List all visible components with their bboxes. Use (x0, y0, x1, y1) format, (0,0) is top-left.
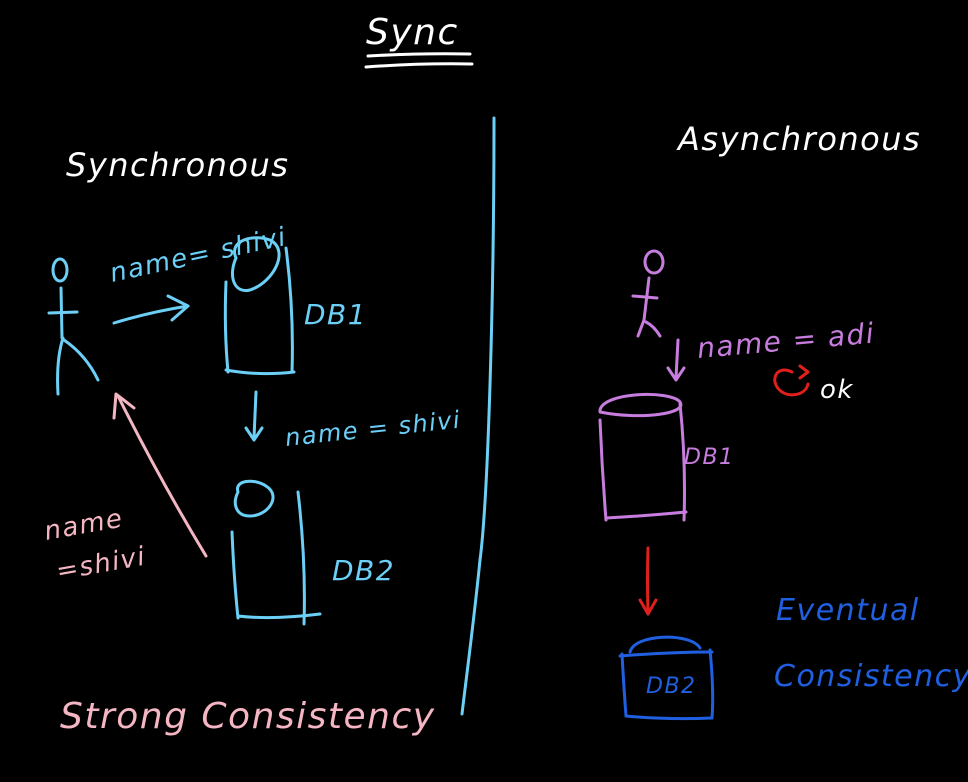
strong-consistency-label: Strong Consistency (60, 696, 436, 737)
left-db1-to-db2-arrow (244, 390, 264, 442)
left-return-label-line2: =shivi (54, 542, 148, 587)
left-db2-label: DB2 (332, 554, 395, 587)
consistency-label: Consistency (774, 659, 968, 694)
page-title: Sync (366, 12, 459, 53)
left-user-icon (47, 257, 100, 396)
right-user-to-db1-label: name = adi (696, 317, 877, 365)
center-divider (460, 116, 496, 716)
left-db1-to-db2-label: name = shivi (284, 406, 463, 452)
right-db1-to-db2-arrow (638, 546, 658, 616)
right-user-to-db1-arrow (666, 338, 686, 382)
left-return-label-line1: name (42, 504, 126, 547)
synchronous-heading: Synchronous (66, 146, 289, 184)
right-user-icon (631, 249, 665, 338)
right-db1-cylinder (598, 393, 688, 522)
right-db1-label: DB1 (684, 445, 735, 470)
asynchronous-heading: Asynchronous (676, 120, 921, 158)
left-db2-cylinder (230, 479, 322, 626)
title-underline-bottom (364, 62, 474, 69)
left-return-arrow (112, 392, 208, 558)
right-db2-cylinder (618, 635, 715, 721)
right-db2-label: DB2 (646, 674, 697, 699)
title-underline-top (366, 52, 472, 58)
right-ack-arrow (773, 364, 810, 397)
left-db1-cylinder (223, 236, 296, 376)
left-user-to-db1-arrow (112, 294, 190, 325)
eventual-label: Eventual (776, 593, 920, 628)
left-db1-label: DB1 (304, 298, 367, 331)
right-ack-label: ok (820, 375, 854, 405)
left-user-to-db1-label: name= shivi (107, 222, 289, 289)
